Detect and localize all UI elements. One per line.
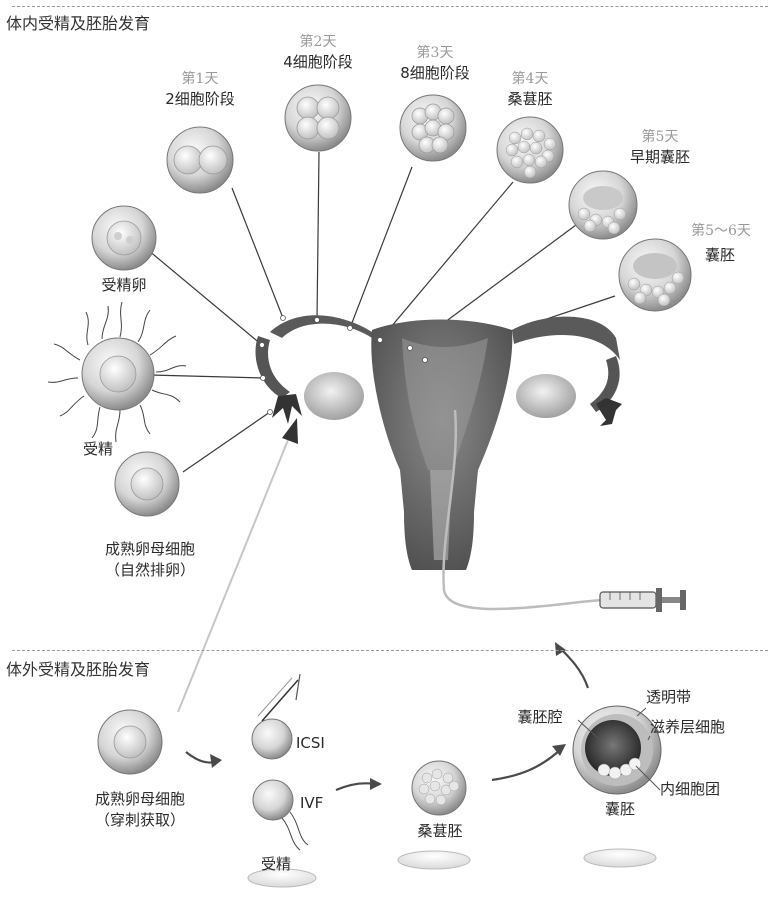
label-retrieval: （穿刺获取） [50, 811, 230, 829]
label-trophoblast: 滋养层细胞 [650, 718, 770, 736]
label-retrieved-egg: 成熟卵母细胞 [50, 790, 230, 808]
label-day3: 第3天 [395, 44, 475, 62]
label-blastocyst: 囊胚 [680, 246, 760, 264]
uterus [255, 315, 622, 570]
label-ivf-morula: 桑葚胚 [390, 822, 490, 840]
syringe-icon [600, 588, 686, 612]
label-icsi: ICSI [296, 734, 346, 752]
label-day2: 第2天 [278, 33, 358, 51]
label-morula: 桑葚胚 [480, 90, 580, 108]
label-ivf-fertilization: 受精 [236, 855, 316, 873]
cell-fertilization-icon [48, 302, 186, 442]
cell-2cell-icon [167, 127, 233, 193]
label-fertilization: 受精 [58, 440, 138, 458]
label-ovulation: （自然排卵） [60, 561, 240, 579]
label-4cell: 4细胞阶段 [258, 53, 378, 71]
cell-retrieved-egg-icon [98, 710, 162, 774]
cell-4cell-icon [285, 85, 351, 151]
label-blastocoel: 囊胚腔 [500, 708, 580, 726]
label-day1: 第1天 [160, 70, 240, 88]
label-zygote: 受精卵 [74, 276, 174, 294]
label-2cell: 2细胞阶段 [140, 90, 260, 108]
cell-8cell-icon [400, 95, 466, 161]
label-ivf-blastocyst: 囊胚 [570, 800, 670, 818]
label-zona-pellucida: 透明带 [646, 688, 726, 706]
section-title-in-vivo: 体内受精及胚胎发育 [6, 10, 150, 34]
section-title-in-vitro: 体外受精及胚胎发育 [6, 656, 150, 680]
label-day5: 第5天 [620, 128, 700, 146]
ivf-morula-icon [412, 761, 466, 815]
cell-morula-icon [497, 117, 563, 183]
label-day5-6: 第5～6天 [676, 222, 766, 240]
label-mature-egg: 成熟卵母细胞 [60, 540, 240, 558]
cell-zygote-icon [92, 206, 156, 270]
label-8cell: 8细胞阶段 [375, 64, 495, 82]
ivf-cell-icon [253, 780, 308, 850]
leader-lines [148, 152, 615, 472]
label-inner-cell-mass: 内细胞团 [660, 780, 760, 798]
cell-mature-egg-icon [115, 452, 179, 516]
retrieval-arrowhead-icon [282, 418, 298, 444]
icsi-icon [252, 674, 300, 759]
top-divider [12, 6, 768, 7]
cell-early-blastocyst-icon [569, 171, 637, 239]
label-early-blastocyst: 早期囊胚 [610, 148, 710, 166]
label-day4: 第4天 [490, 70, 570, 88]
ivf-blastocyst-icon [573, 706, 661, 794]
middle-divider [12, 650, 768, 651]
label-ivf: IVF [300, 794, 350, 812]
